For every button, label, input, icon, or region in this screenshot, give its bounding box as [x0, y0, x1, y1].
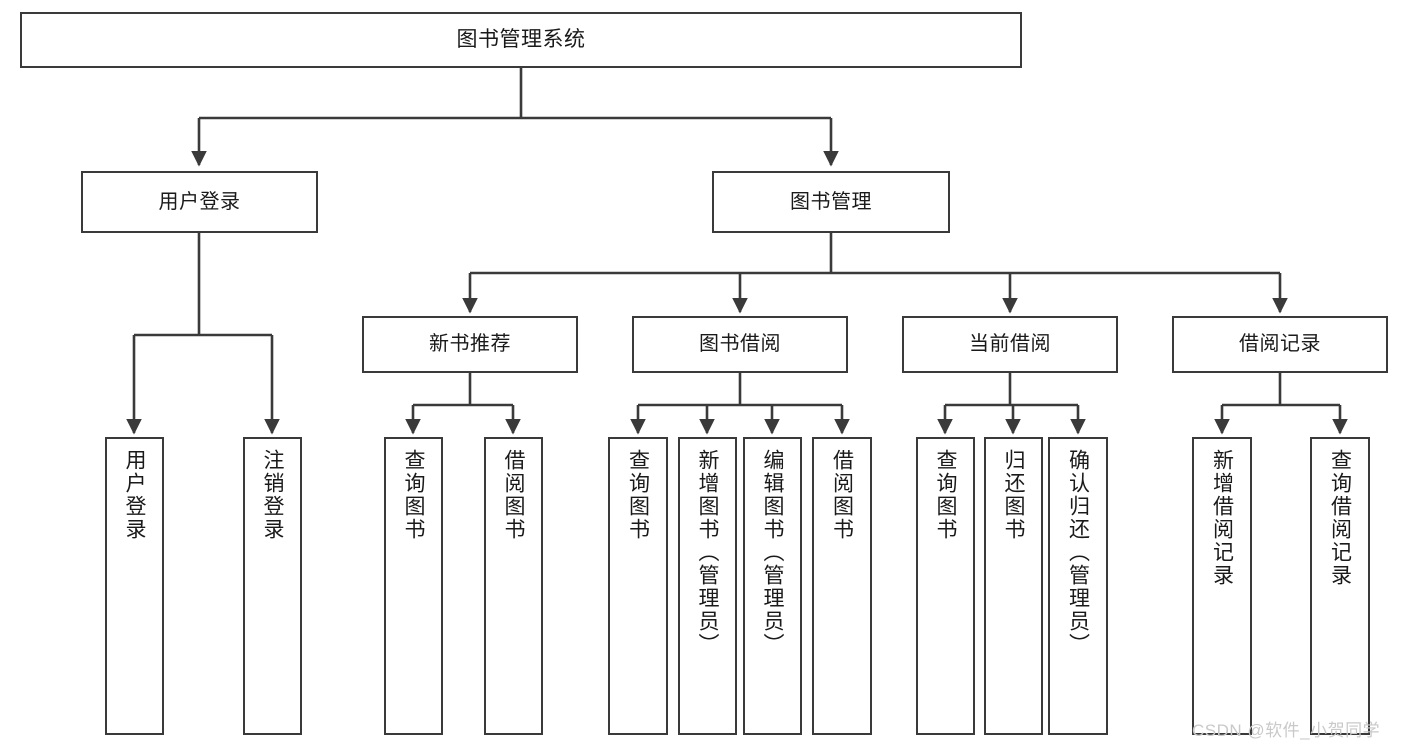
- leaf-confirm-return-admin[interactable]: 确认归还（管理员）: [1048, 437, 1108, 735]
- node-label: 编辑图书（管理员）: [761, 449, 784, 656]
- node-label: 借阅图书: [502, 449, 525, 541]
- leaf-add-borrow-record[interactable]: 新增借阅记录: [1192, 437, 1252, 735]
- node-label: 查询图书: [626, 449, 650, 541]
- node-label: 新增图书（管理员）: [696, 449, 719, 656]
- node-label: 注销登录: [261, 449, 284, 541]
- node-label: 用户登录: [123, 449, 146, 541]
- node-root-system[interactable]: 图书管理系统: [20, 12, 1022, 68]
- leaf-borrow-book-recommend[interactable]: 借阅图书: [484, 437, 543, 735]
- node-label: 查询图书: [402, 449, 425, 541]
- leaf-query-book-current[interactable]: 查询图书: [916, 437, 975, 735]
- node-label: 新书推荐: [429, 333, 511, 355]
- node-label: 归还图书: [1002, 449, 1025, 541]
- node-label: 用户登录: [158, 190, 241, 213]
- leaf-query-book-borrow[interactable]: 查询图书: [608, 437, 668, 735]
- node-label: 确认归还（管理员）: [1066, 449, 1090, 656]
- node-label: 图书管理: [790, 190, 872, 213]
- node-new-book-recommendation[interactable]: 新书推荐: [362, 316, 578, 373]
- leaf-query-borrow-record[interactable]: 查询借阅记录: [1310, 437, 1370, 735]
- node-label: 当前借阅: [969, 333, 1051, 355]
- node-book-management[interactable]: 图书管理: [712, 171, 950, 233]
- leaf-return-book[interactable]: 归还图书: [984, 437, 1043, 735]
- leaf-user-logout[interactable]: 注销登录: [243, 437, 302, 735]
- node-user-login[interactable]: 用户登录: [81, 171, 318, 233]
- node-book-borrow[interactable]: 图书借阅: [632, 316, 848, 373]
- node-current-borrow[interactable]: 当前借阅: [902, 316, 1118, 373]
- node-label: 借阅记录: [1239, 333, 1321, 355]
- node-label: 借阅图书: [830, 449, 854, 541]
- node-label: 图书管理系统: [456, 27, 586, 51]
- leaf-edit-book-admin[interactable]: 编辑图书（管理员）: [743, 437, 802, 735]
- leaf-borrow-book[interactable]: 借阅图书: [812, 437, 872, 735]
- node-label: 查询图书: [934, 449, 957, 541]
- node-label: 图书借阅: [699, 333, 781, 355]
- leaf-add-book-admin[interactable]: 新增图书（管理员）: [678, 437, 737, 735]
- leaf-query-book-recommend[interactable]: 查询图书: [384, 437, 443, 735]
- node-label: 新增借阅记录: [1210, 449, 1234, 587]
- node-label: 查询借阅记录: [1328, 449, 1352, 587]
- node-borrow-record[interactable]: 借阅记录: [1172, 316, 1388, 373]
- leaf-user-login[interactable]: 用户登录: [105, 437, 164, 735]
